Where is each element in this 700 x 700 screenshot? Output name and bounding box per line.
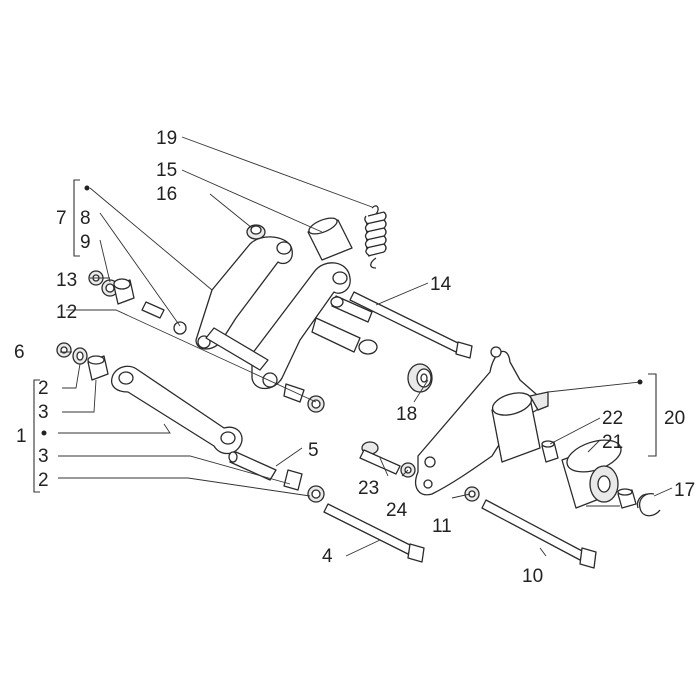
callout-21: 21 [602,432,623,453]
bushing-part-3-lower [283,469,303,491]
callout-2-upper: 2 [38,378,49,399]
callout-2-lower: 2 [38,470,49,491]
bushing-part-7-lower [283,383,325,413]
washer-part-2-lower [307,485,325,503]
link-shaft [311,295,378,355]
callout-14: 14 [430,274,452,295]
bushing-part-12 [113,278,135,305]
silentbloc-part-21 [561,439,622,509]
nut-part-16 [246,224,266,240]
callout-6: 6 [14,342,25,363]
callout-10: 10 [522,566,543,587]
bolt-part-23 [359,441,401,475]
callout-19: 19 [156,128,177,149]
assembly-dot-7 [84,185,90,191]
spacer-tube-part-15 [307,217,353,261]
callout-16: 16 [156,184,177,205]
callout-5: 5 [308,440,319,461]
bracket-7-8-9 [73,179,80,257]
bushing-part-22 [541,440,559,463]
callout-1: 1 [16,426,27,447]
callout-12: 12 [56,302,77,323]
callout-17: 17 [674,480,695,501]
callout-13: 13 [56,270,77,291]
callout-9: 9 [80,232,91,253]
bracket-2-3-2-3 [33,379,40,493]
callout-8: 8 [80,208,91,229]
bolt-part-4 [323,503,425,563]
washer-part-2-upper [72,347,88,365]
bolt-part-10 [481,499,597,569]
callout-3-upper: 3 [38,402,49,423]
link-cross-tube [205,327,269,371]
callout-11: 11 [432,516,452,537]
callout-24: 24 [386,500,408,521]
bolt-part-14 [349,291,473,359]
callout-23: 23 [358,478,379,499]
engine-bracket-part-20 [415,346,549,496]
callout-15: 15 [156,160,177,181]
bearing-part-18 [407,363,433,393]
callout-20: 20 [664,408,685,429]
circlip-part-17 [636,493,661,517]
bushing-part-5 [228,451,277,481]
callout-3-lower: 3 [38,446,49,467]
assembly-dot-1 [41,430,47,436]
bushing-part-3-upper [87,355,109,381]
washer-part-11 [464,486,480,502]
bushing-part-21b [617,488,637,509]
callout-18: 18 [396,404,417,425]
leader-lines [58,136,673,557]
link-plate-right [251,262,351,390]
swing-arm-part-1 [110,365,243,455]
pin-part-12 [141,301,187,335]
bracket-20-21-22 [648,373,657,457]
callout-7: 7 [56,208,67,229]
callout-4: 4 [322,546,333,567]
assembly-dot-20 [637,379,643,385]
spring-part-19 [364,205,387,269]
callout-22: 22 [602,408,623,429]
nut-part-6 [56,342,72,358]
